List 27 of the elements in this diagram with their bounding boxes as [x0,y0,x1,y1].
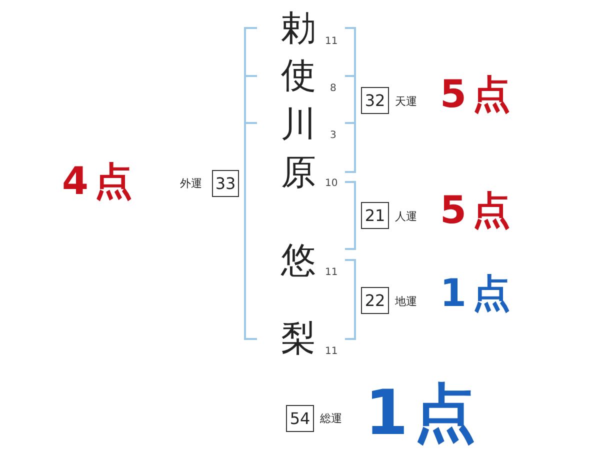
fortune-score: 4点 [62,162,138,200]
fortune-number-box: 22 [361,287,389,314]
name-character: 勅 [281,12,316,47]
fortune-number-box: 21 [361,202,389,229]
fortune-score: 1点 [365,382,482,444]
name-character: 悠 [281,244,316,279]
name-character: 原 [281,156,316,191]
name-character: 川 [281,108,316,143]
fortune-score: 1点 [440,274,516,312]
stroke-count: 11 [325,37,338,47]
fortune-label: 地運 [395,296,417,307]
stroke-count: 3 [330,131,336,141]
fortune-label: 天運 [395,96,417,107]
fortune-number-box: 33 [212,170,239,197]
fortune-score: 5点 [440,75,516,113]
fortune-label: 総運 [320,413,342,424]
fortune-label: 外運 [180,178,202,189]
fortune-number-box: 32 [361,87,389,114]
fortune-label: 人運 [395,211,417,222]
fortune-score: 5点 [440,191,516,229]
fortune-number-box: 54 [286,405,314,432]
stroke-count: 11 [325,347,338,357]
name-character: 梨 [281,322,316,357]
stroke-count: 10 [325,179,338,189]
name-character: 使 [281,59,316,94]
stroke-count: 8 [330,84,336,94]
stroke-count: 11 [325,268,338,278]
